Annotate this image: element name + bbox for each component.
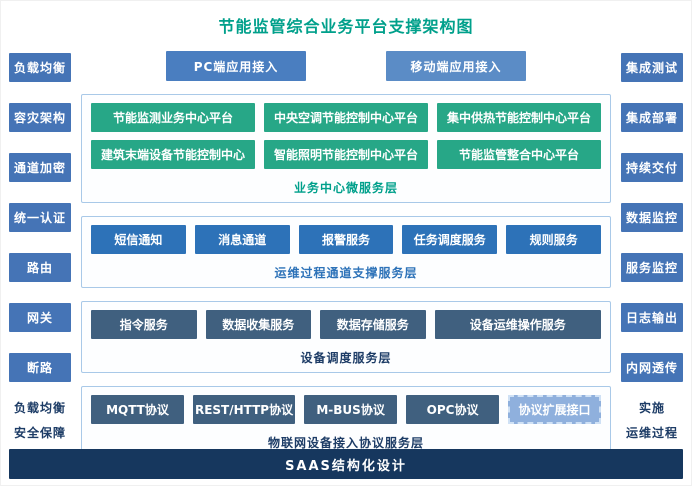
node-mqtt-protocol: MQTT协议 (91, 395, 184, 424)
right-sidebar-caption: 实施 运维过程 (621, 399, 683, 441)
iot-protocol-layer: MQTT协议 REST/HTTP协议 M-BUS协议 OPC协议 协议扩展接口 … (81, 386, 611, 458)
node-protocol-extension-interface: 协议扩展接口 (508, 395, 602, 424)
right-caption-line-2: 运维过程 (625, 426, 678, 440)
node-task-scheduling-service: 任务调度服务 (402, 225, 498, 254)
dispatch-row: 指令服务 数据收集服务 数据存储服务 设备运维操作服务 (91, 310, 601, 339)
business-layer-label: 业务中心微服务层 (293, 181, 398, 195)
node-continuous-delivery: 持续交付 (621, 153, 683, 182)
node-message-channel: 消息通道 (194, 225, 290, 254)
node-channel-encryption: 通道加密 (9, 153, 71, 182)
node-service-monitoring: 服务监控 (621, 253, 683, 282)
node-alarm-service: 报警服务 (298, 225, 394, 254)
dispatch-layer-label: 设备调度服务层 (300, 351, 392, 365)
mobile-access-node: 移动端应用接入 (386, 51, 526, 81)
business-microservice-layer: 节能监测业务中心平台 中央空调节能控制中心平台 集中供热节能控制中心平台 建筑末… (81, 94, 611, 203)
left-caption-line-1: 负载均衡 (13, 401, 66, 415)
node-rule-service: 规则服务 (506, 225, 601, 254)
node-gateway: 网关 (9, 303, 71, 332)
node-rest-http-protocol: REST/HTTP协议 (192, 395, 296, 424)
node-data-monitoring: 数据监控 (621, 203, 683, 232)
channel-support-layer: 短信通知 消息通道 报警服务 任务调度服务 规则服务 运维过程通道支撑服务层 (81, 216, 611, 288)
node-intranet-tunneling: 内网透传 (621, 353, 683, 382)
node-opc-protocol: OPC协议 (406, 395, 500, 424)
right-caption-line-1: 实施 (638, 401, 665, 415)
node-sms-notification: 短信通知 (91, 225, 186, 254)
node-integration-deployment: 集成部署 (621, 103, 683, 132)
device-dispatch-layer: 指令服务 数据收集服务 数据存储服务 设备运维操作服务 设备调度服务层 (81, 301, 611, 373)
pc-access-node: PC端应用接入 (166, 51, 306, 81)
page-title: 节能监管综合业务平台支撑架构图 (218, 17, 474, 36)
right-sidebar: 集成测试 集成部署 持续交付 数据监控 服务监控 日志输出 内网透传 实施 运维… (621, 43, 683, 440)
node-log-output: 日志输出 (621, 303, 683, 332)
node-disaster-recovery: 容灾架构 (9, 103, 71, 132)
node-routing: 路由 (9, 253, 71, 282)
diagram-body: 负载均衡 容灾架构 通道加密 统一认证 路由 网关 断路 负载均衡 安全保障 P… (9, 43, 683, 458)
channel-row: 短信通知 消息通道 报警服务 任务调度服务 规则服务 (91, 225, 601, 254)
node-command-service: 指令服务 (91, 310, 197, 339)
node-building-terminal-control-center: 建筑末端设备节能控制中心 (91, 140, 255, 169)
node-central-ac-control-center: 中央空调节能控制中心平台 (264, 103, 428, 132)
iot-layer-label: 物联网设备接入协议服务层 (267, 436, 424, 450)
node-smart-lighting-control-center: 智能照明节能控制中心平台 (264, 140, 428, 169)
node-integration-testing: 集成测试 (621, 53, 683, 82)
node-device-ops-service: 设备运维操作服务 (434, 310, 601, 339)
left-caption-line-2: 安全保障 (13, 426, 66, 440)
node-energy-monitoring-center: 节能监测业务中心平台 (91, 103, 255, 132)
node-circuit-breaker: 断路 (9, 353, 71, 382)
node-supervision-integration-center: 节能监管整合中心平台 (437, 140, 601, 169)
node-unified-auth: 统一认证 (9, 203, 71, 232)
node-data-storage-service: 数据存储服务 (320, 310, 426, 339)
left-sidebar: 负载均衡 容灾架构 通道加密 统一认证 路由 网关 断路 负载均衡 安全保障 (9, 43, 71, 440)
node-data-collection-service: 数据收集服务 (205, 310, 312, 339)
node-central-heating-control-center: 集中供热节能控制中心平台 (437, 103, 601, 132)
iot-row: MQTT协议 REST/HTTP协议 M-BUS协议 OPC协议 协议扩展接口 (91, 395, 602, 424)
business-row-2: 建筑末端设备节能控制中心 智能照明节能控制中心平台 节能监管整合中心平台 (91, 140, 601, 169)
saas-footer-bar: SAAS结构化设计 (9, 449, 683, 479)
node-load-balancing: 负载均衡 (9, 53, 71, 82)
center-column: PC端应用接入 移动端应用接入 节能监测业务中心平台 中央空调节能控制中心平台 … (81, 43, 611, 458)
access-row: PC端应用接入 移动端应用接入 (81, 51, 611, 81)
left-sidebar-caption: 负载均衡 安全保障 (9, 399, 71, 441)
channel-layer-label: 运维过程通道支撑服务层 (274, 266, 418, 280)
node-mbus-protocol: M-BUS协议 (304, 395, 398, 424)
business-row-1: 节能监测业务中心平台 中央空调节能控制中心平台 集中供热节能控制中心平台 (91, 103, 601, 132)
